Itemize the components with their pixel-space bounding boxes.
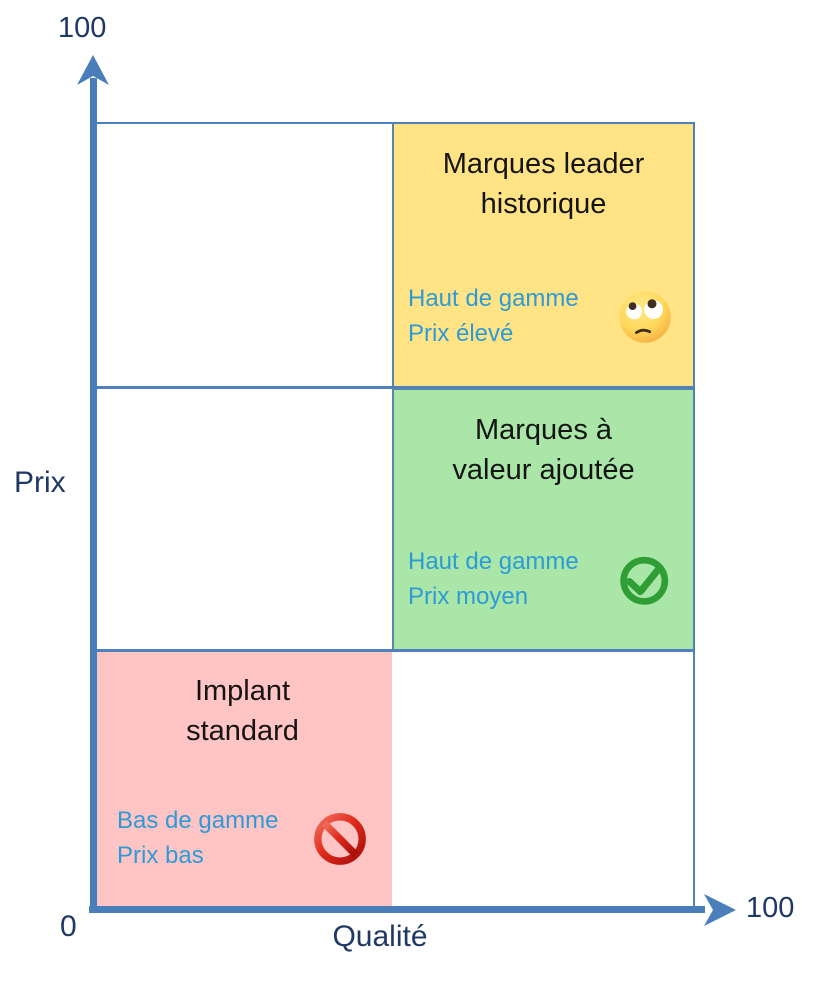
quadrant-title-line2: standard — [186, 715, 299, 748]
quadrant-title: Marques à valeur ajoutée — [394, 390, 693, 490]
quadrant-title-line2: historique — [480, 188, 607, 221]
quadrant-subtitle: Haut de gamme Prix moyen — [408, 545, 579, 615]
quadrant-subtitle-line1: Haut de gamme — [408, 548, 579, 576]
x-axis-max-label: 100 — [746, 892, 795, 924]
quadrant-subtitle-line2: Prix élevé — [408, 320, 514, 348]
origin-label: 0 — [60, 910, 77, 943]
chart-area: Marques leader historique Haut de gamme … — [93, 122, 695, 910]
quadrant-marques-valeur-ajoutee: Marques à valeur ajoutée Haut de gamme P… — [392, 388, 695, 651]
quadrant-title-line1: Marques à — [474, 414, 612, 446]
quadrant-subtitle: Haut de gamme Prix élevé — [408, 282, 579, 352]
quadrant-title: Marques leader historique — [394, 124, 693, 224]
check-mark-circle-icon — [620, 557, 669, 605]
quadrant-subtitle-line1: Haut de gamme — [408, 285, 579, 313]
quadrant-title-line1: Implant — [194, 675, 291, 707]
y-axis-line — [90, 78, 97, 913]
face-with-rolling-eyes-icon — [619, 291, 671, 343]
quadrant-title: Implant standard — [93, 651, 392, 751]
quadrant-subtitle-line2: Prix moyen — [408, 583, 529, 611]
x-axis-title: Qualité — [332, 920, 428, 953]
quadrant-subtitle-line1: Bas de gamme — [117, 807, 279, 835]
row-divider-line-top — [93, 386, 695, 389]
x-axis-arrowhead-icon — [704, 894, 736, 926]
row-divider-line-bottom — [93, 649, 695, 652]
quadrant-implant-standard: Implant standard Bas de gamme Prix bas — [93, 651, 392, 910]
x-axis-line — [89, 906, 705, 913]
quadrant-title-line2: valeur ajoutée — [452, 454, 635, 487]
quadrant-marques-leader-historique: Marques leader historique Haut de gamme … — [392, 122, 695, 388]
y-axis-max-label: 100 — [58, 12, 107, 44]
quadrant-subtitle-line2: Prix bas — [117, 842, 204, 870]
y-axis-arrowhead-icon — [77, 55, 109, 85]
y-axis-title: Prix — [14, 466, 66, 499]
quadrant-title-line1: Marques leader — [442, 148, 645, 180]
prohibited-sign-icon — [314, 813, 366, 866]
quadrant-subtitle: Bas de gamme Prix bas — [117, 804, 278, 874]
